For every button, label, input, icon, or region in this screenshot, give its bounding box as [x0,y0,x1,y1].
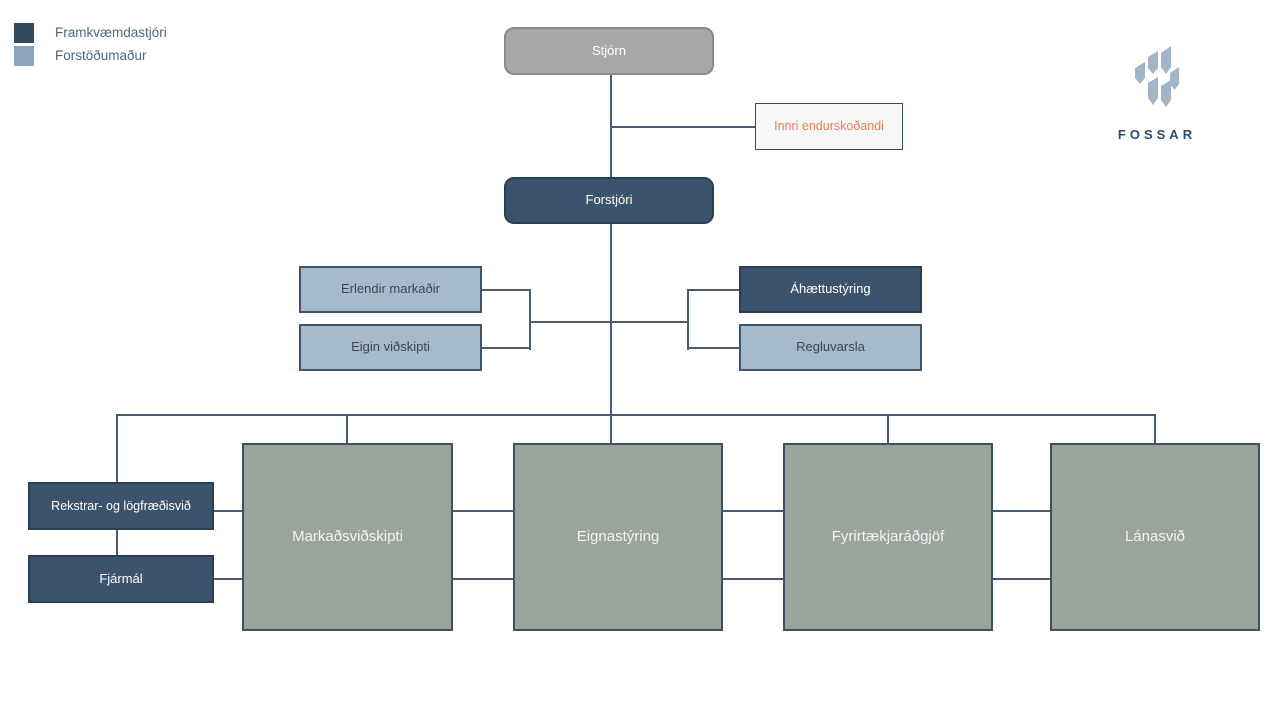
connector-line [453,510,513,512]
legend: Framkvæmdastjóri Forstöðumaður [14,21,167,67]
connector-line [610,126,756,128]
org-node-label: Regluvarsla [796,339,865,355]
connector-line [723,510,783,512]
org-node-stjorn: Stjórn [504,27,714,75]
connector-line [687,289,689,350]
company-logo: FOSSAR [1112,46,1202,142]
brand-wordmark: FOSSAR [1117,127,1197,142]
connector-line [116,414,1156,416]
org-node-rekstrar-og-logfraedisvid: Rekstrar- og lögfræðisvið [28,482,214,530]
org-node-label: Áhættustýring [790,281,871,297]
org-node-markadsvidskipti: Markaðsviðskipti [242,443,453,631]
legend-item-director: Forstöðumaður [14,44,167,67]
connector-line [529,321,689,323]
org-node-label: Fyrirtækjaráðgjöf [831,528,945,546]
connector-line [346,414,348,443]
org-node-label: Innri endurskoðandi [774,119,884,134]
org-node-label: Rekstrar- og lögfræðisvið [51,498,191,513]
legend-label: Framkvæmdastjóri [55,25,167,40]
connector-line [453,578,513,580]
connector-line [723,578,783,580]
org-node-forstjori: Forstjóri [504,177,714,224]
org-node-label: Fjármál [99,570,143,586]
org-node-label: Lánasvið [1124,528,1186,546]
org-node-regluvarsla: Regluvarsla [739,324,922,371]
connector-line [213,510,242,512]
org-node-eignastyring: Eignastýring [513,443,723,631]
connector-line [1154,414,1156,443]
org-node-label: Eigin viðskipti [351,339,430,355]
org-node-fyrirtaekjaradgjof: Fyrirtækjaráðgjöf [783,443,993,631]
connector-line [687,347,739,349]
org-node-label: Stjórn [592,42,626,58]
connector-line [887,414,889,443]
connector-line [116,530,118,555]
connector-line [529,289,531,350]
org-node-fjarmal: Fjármál [28,555,214,603]
connector-line [993,510,1050,512]
legend-item-executive: Framkvæmdastjóri [14,21,167,44]
connector-line [482,289,531,291]
org-node-erlendir-markadir: Erlendir markaðir [299,266,482,313]
org-node-innri-endurskodandi: Innri endurskoðandi [755,103,903,150]
director-color-swatch [14,45,34,66]
org-node-eigin-vidskipti: Eigin viðskipti [299,324,482,371]
legend-label: Forstöðumaður [55,48,147,63]
connector-line [482,347,531,349]
org-node-label: Eignastýring [576,528,660,546]
fossar-sails-icon [1135,46,1179,107]
executive-color-swatch [14,22,34,43]
connector-line [213,578,242,580]
org-node-ahaettustyring: Áhættustýring [739,266,922,313]
connector-line [116,414,118,482]
connector-line [610,224,612,443]
connector-line [687,289,739,291]
org-node-label: Markaðsviðskipti [292,528,403,546]
org-node-label: Forstjóri [585,192,633,208]
connector-line [993,578,1050,580]
org-node-lanasvid: Lánasvið [1050,443,1260,631]
org-node-label: Erlendir markaðir [341,281,440,297]
